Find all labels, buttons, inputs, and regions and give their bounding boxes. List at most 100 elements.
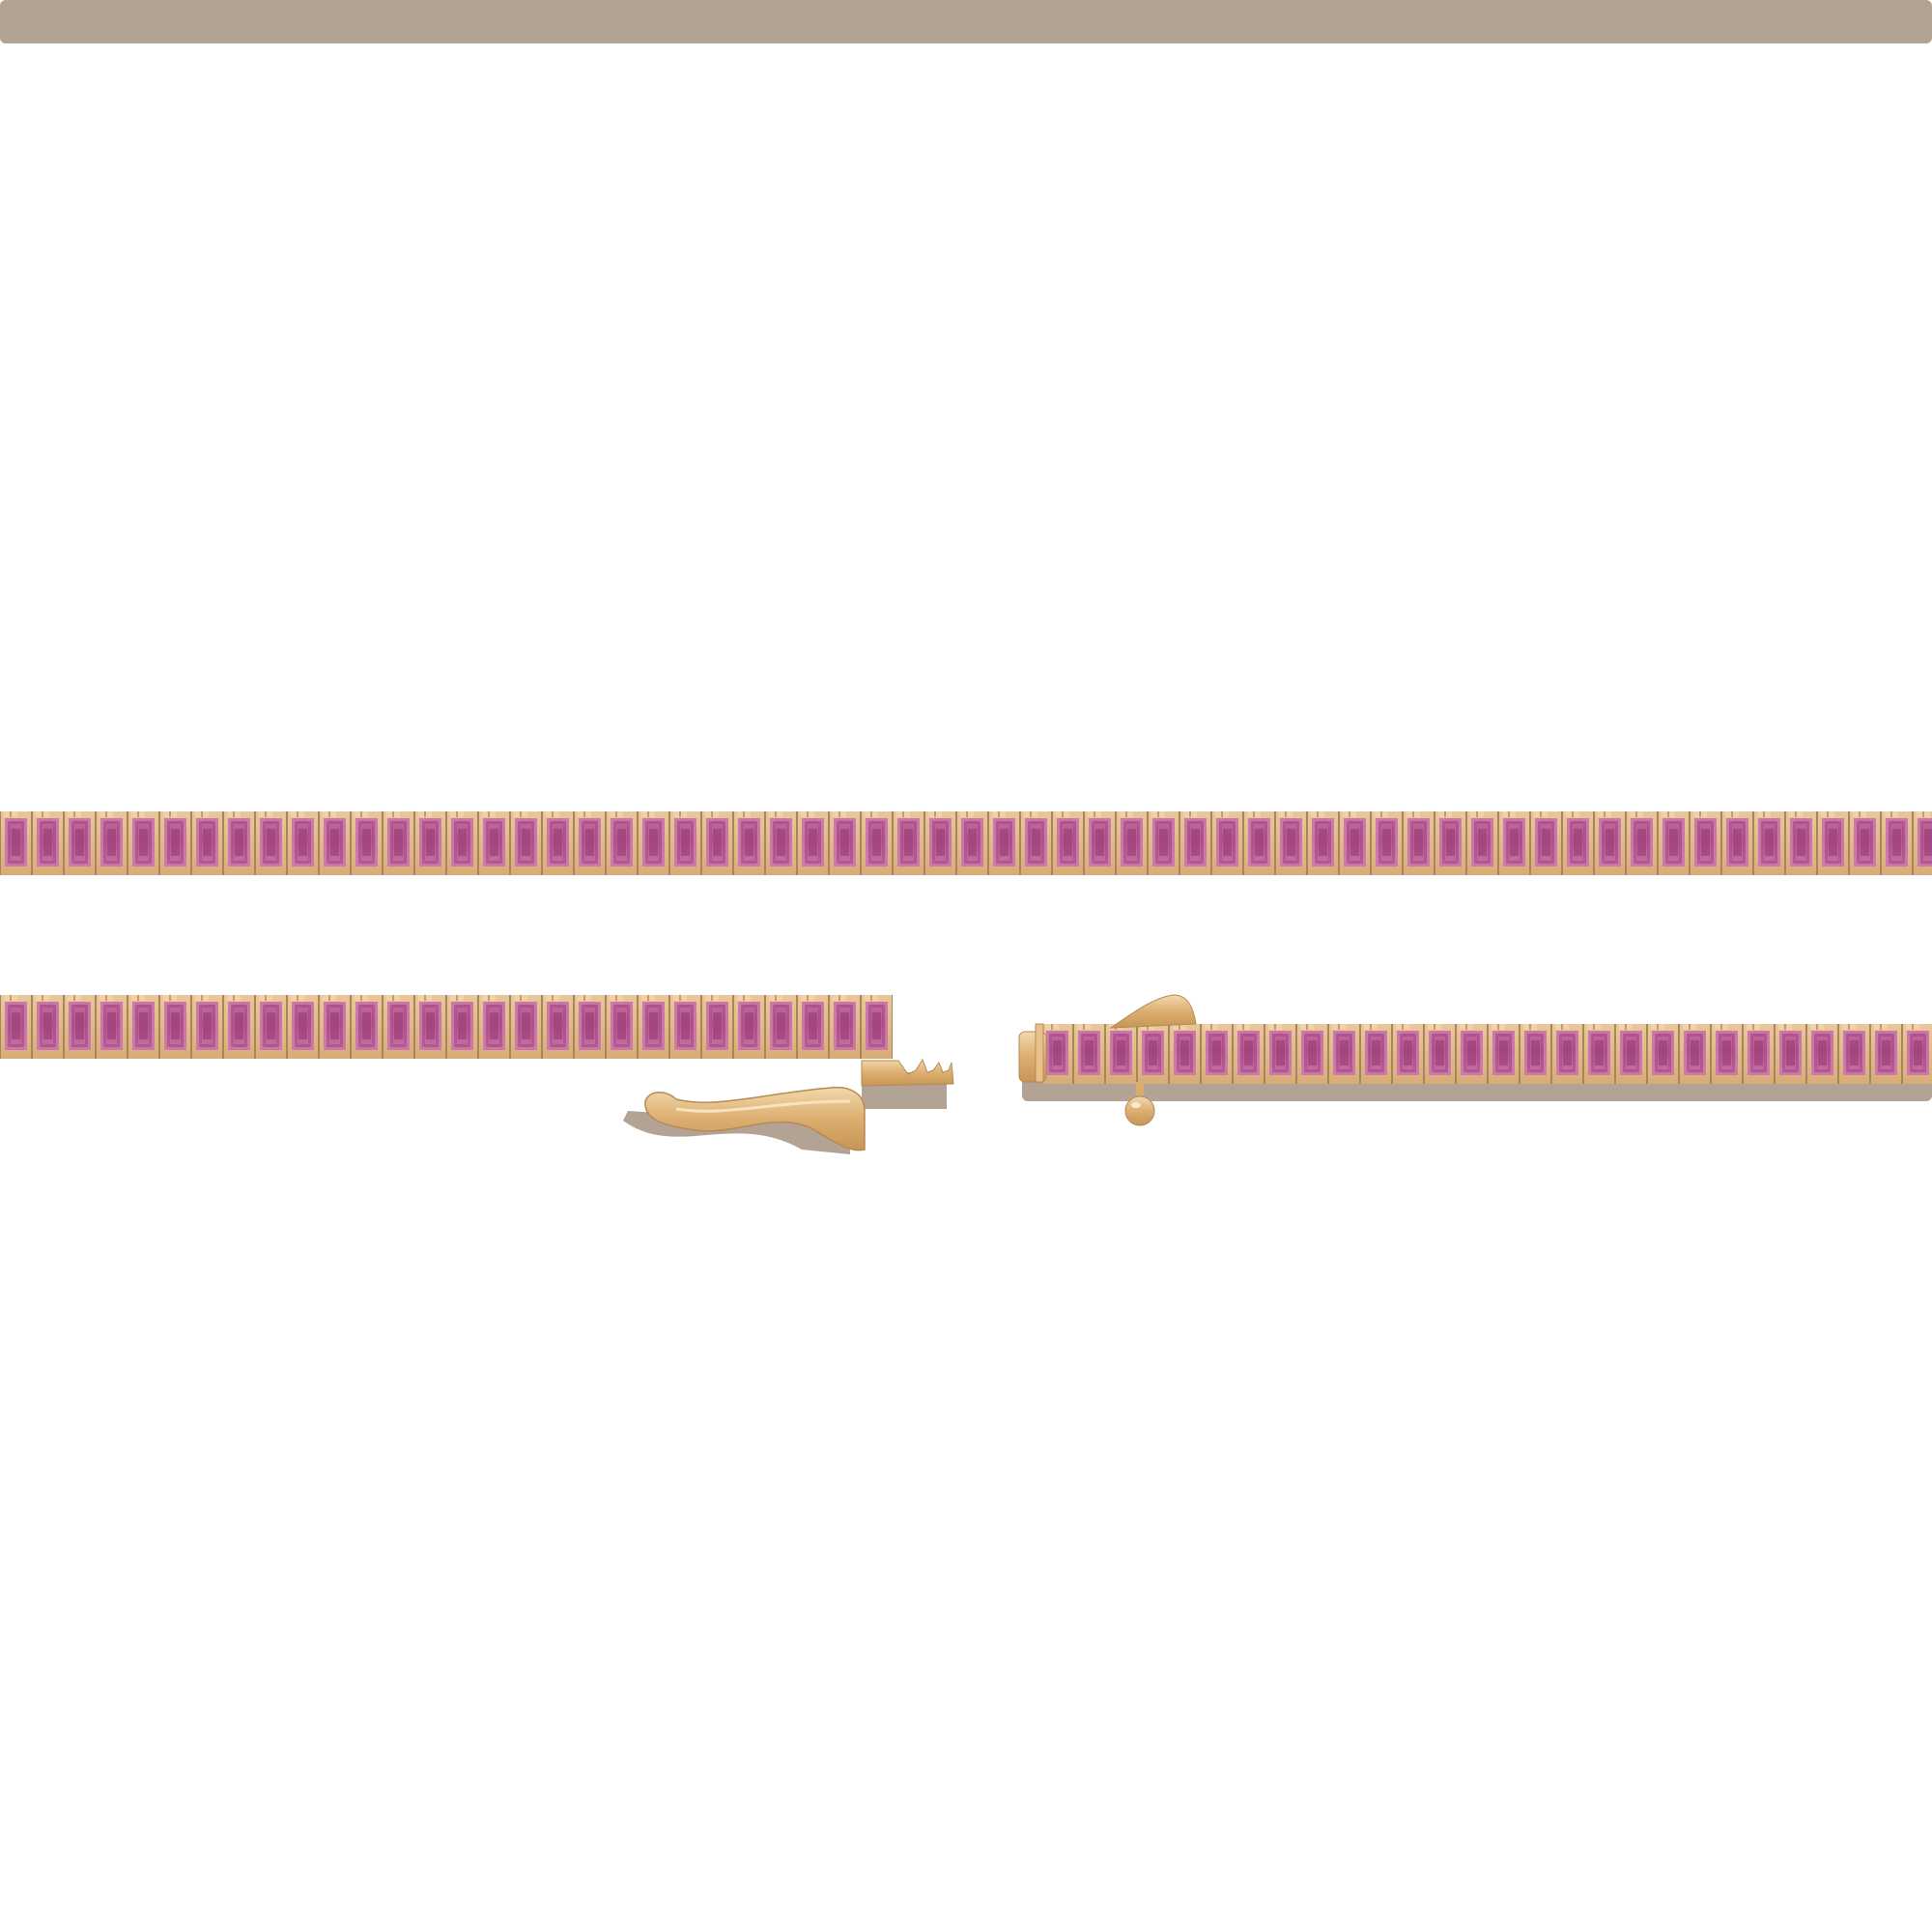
- bracelet-link: [669, 995, 701, 1059]
- baguette-stone: [515, 1002, 537, 1050]
- baguette-stone: [1631, 818, 1653, 867]
- bracelet-link: [701, 995, 733, 1059]
- bracelet-link: [1711, 1024, 1743, 1084]
- bracelet-link: [1743, 1024, 1775, 1084]
- baguette-stone: [961, 818, 983, 867]
- baguette-stone: [1110, 1031, 1132, 1075]
- baguette-stone: [1142, 1031, 1164, 1075]
- baguette-stone: [132, 1002, 155, 1050]
- bracelet-link: [574, 811, 606, 875]
- baguette-stone: [292, 1002, 314, 1050]
- bottom-left-strand-shadow: [0, 0, 850, 43]
- baguette-stone: [1237, 1031, 1260, 1075]
- bracelet-link: [1806, 1024, 1838, 1084]
- baguette-stone: [37, 818, 59, 867]
- baguette-stone: [292, 818, 314, 867]
- bracelet-link: [1275, 811, 1307, 875]
- baguette-stone: [1726, 818, 1748, 867]
- bracelet-link: [1870, 1024, 1902, 1084]
- bracelet-link: [1264, 1024, 1296, 1084]
- baguette-stone: [802, 818, 824, 867]
- baguette-stone: [1429, 1031, 1451, 1075]
- baguette-stone: [132, 818, 155, 867]
- bracelet-link: [1626, 811, 1658, 875]
- baguette-stone: [100, 818, 123, 867]
- bracelet-link: [223, 811, 255, 875]
- baguette-stone: [611, 1002, 633, 1050]
- bracelet-link: [414, 995, 446, 1059]
- baguette-stone: [1152, 818, 1175, 867]
- baguette-stone: [100, 1002, 123, 1050]
- bracelet-link: [1562, 811, 1594, 875]
- baguette-stone: [1301, 1031, 1323, 1075]
- bracelet-link: [1371, 811, 1403, 875]
- bracelet-link: [1466, 811, 1498, 875]
- baguette-stone: [1716, 1031, 1738, 1075]
- bracelet-link: [32, 995, 64, 1059]
- baguette-stone: [1886, 818, 1908, 867]
- bracelet-link: [797, 811, 829, 875]
- bracelet-link: [1530, 811, 1562, 875]
- bracelet-link: [829, 995, 861, 1059]
- baguette-stone: [69, 1002, 91, 1050]
- bracelet-link: [1201, 1024, 1233, 1084]
- baguette-stone: [1918, 818, 1932, 867]
- bracelet-link: [542, 995, 574, 1059]
- bracelet-link: [1775, 1024, 1806, 1084]
- baguette-stone: [1365, 1031, 1387, 1075]
- baguette-stone: [1843, 1031, 1865, 1075]
- bracelet-link: [1913, 811, 1932, 875]
- baguette-stone: [706, 1002, 728, 1050]
- baguette-stone: [802, 1002, 824, 1050]
- baguette-stone: [1174, 1031, 1196, 1075]
- baguette-stone: [260, 1002, 282, 1050]
- bottom-left-strand: [0, 995, 893, 1059]
- baguette-stone: [1875, 1031, 1897, 1075]
- bracelet-link: [1116, 811, 1148, 875]
- baguette-stone: [579, 1002, 601, 1050]
- bracelet-link: [351, 811, 383, 875]
- box-lever: [1109, 994, 1197, 1029]
- bracelet-link: [1488, 1024, 1520, 1084]
- bracelet-link: [191, 811, 223, 875]
- baguette-stone: [483, 1002, 505, 1050]
- baguette-stone: [1461, 1031, 1483, 1075]
- bracelet-link: [893, 811, 924, 875]
- bracelet-link: [1084, 811, 1116, 875]
- baguette-stone: [1822, 818, 1844, 867]
- tongue-clasp: [861, 1058, 954, 1087]
- bracelet-link: [765, 995, 797, 1059]
- bracelet-link: [861, 811, 893, 875]
- bracelet-link: [1073, 1024, 1105, 1084]
- baguette-stone: [834, 818, 856, 867]
- baguette-stone: [1312, 818, 1334, 867]
- baguette-stone: [355, 1002, 378, 1050]
- bracelet-link: [1137, 1024, 1169, 1084]
- bracelet-link: [32, 811, 64, 875]
- bracelet-link: [64, 811, 96, 875]
- baguette-stone: [1089, 818, 1111, 867]
- bracelet-link: [1498, 811, 1530, 875]
- baguette-stone: [387, 1002, 410, 1050]
- bracelet-link: [1551, 1024, 1583, 1084]
- bracelet-link: [0, 995, 32, 1059]
- baguette-stone: [1694, 818, 1717, 867]
- baguette-stone: [1121, 818, 1143, 867]
- baguette-stone: [451, 818, 473, 867]
- bracelet-link: [1052, 811, 1084, 875]
- bracelet-link: [64, 995, 96, 1059]
- bracelet-link: [1849, 811, 1881, 875]
- baguette-stone: [1216, 818, 1238, 867]
- baguette-stone: [1333, 1031, 1355, 1075]
- baguette-stone: [1599, 818, 1621, 867]
- baguette-stone: [1206, 1031, 1228, 1075]
- baguette-stone: [419, 818, 441, 867]
- baguette-stone: [1057, 818, 1079, 867]
- baguette-stone: [5, 818, 27, 867]
- bracelet-link: [478, 995, 510, 1059]
- baguette-stone: [69, 818, 91, 867]
- baguette-stone: [1344, 818, 1366, 867]
- bracelet-link: [96, 995, 128, 1059]
- baguette-stone: [483, 818, 505, 867]
- baguette-stone: [419, 1002, 441, 1050]
